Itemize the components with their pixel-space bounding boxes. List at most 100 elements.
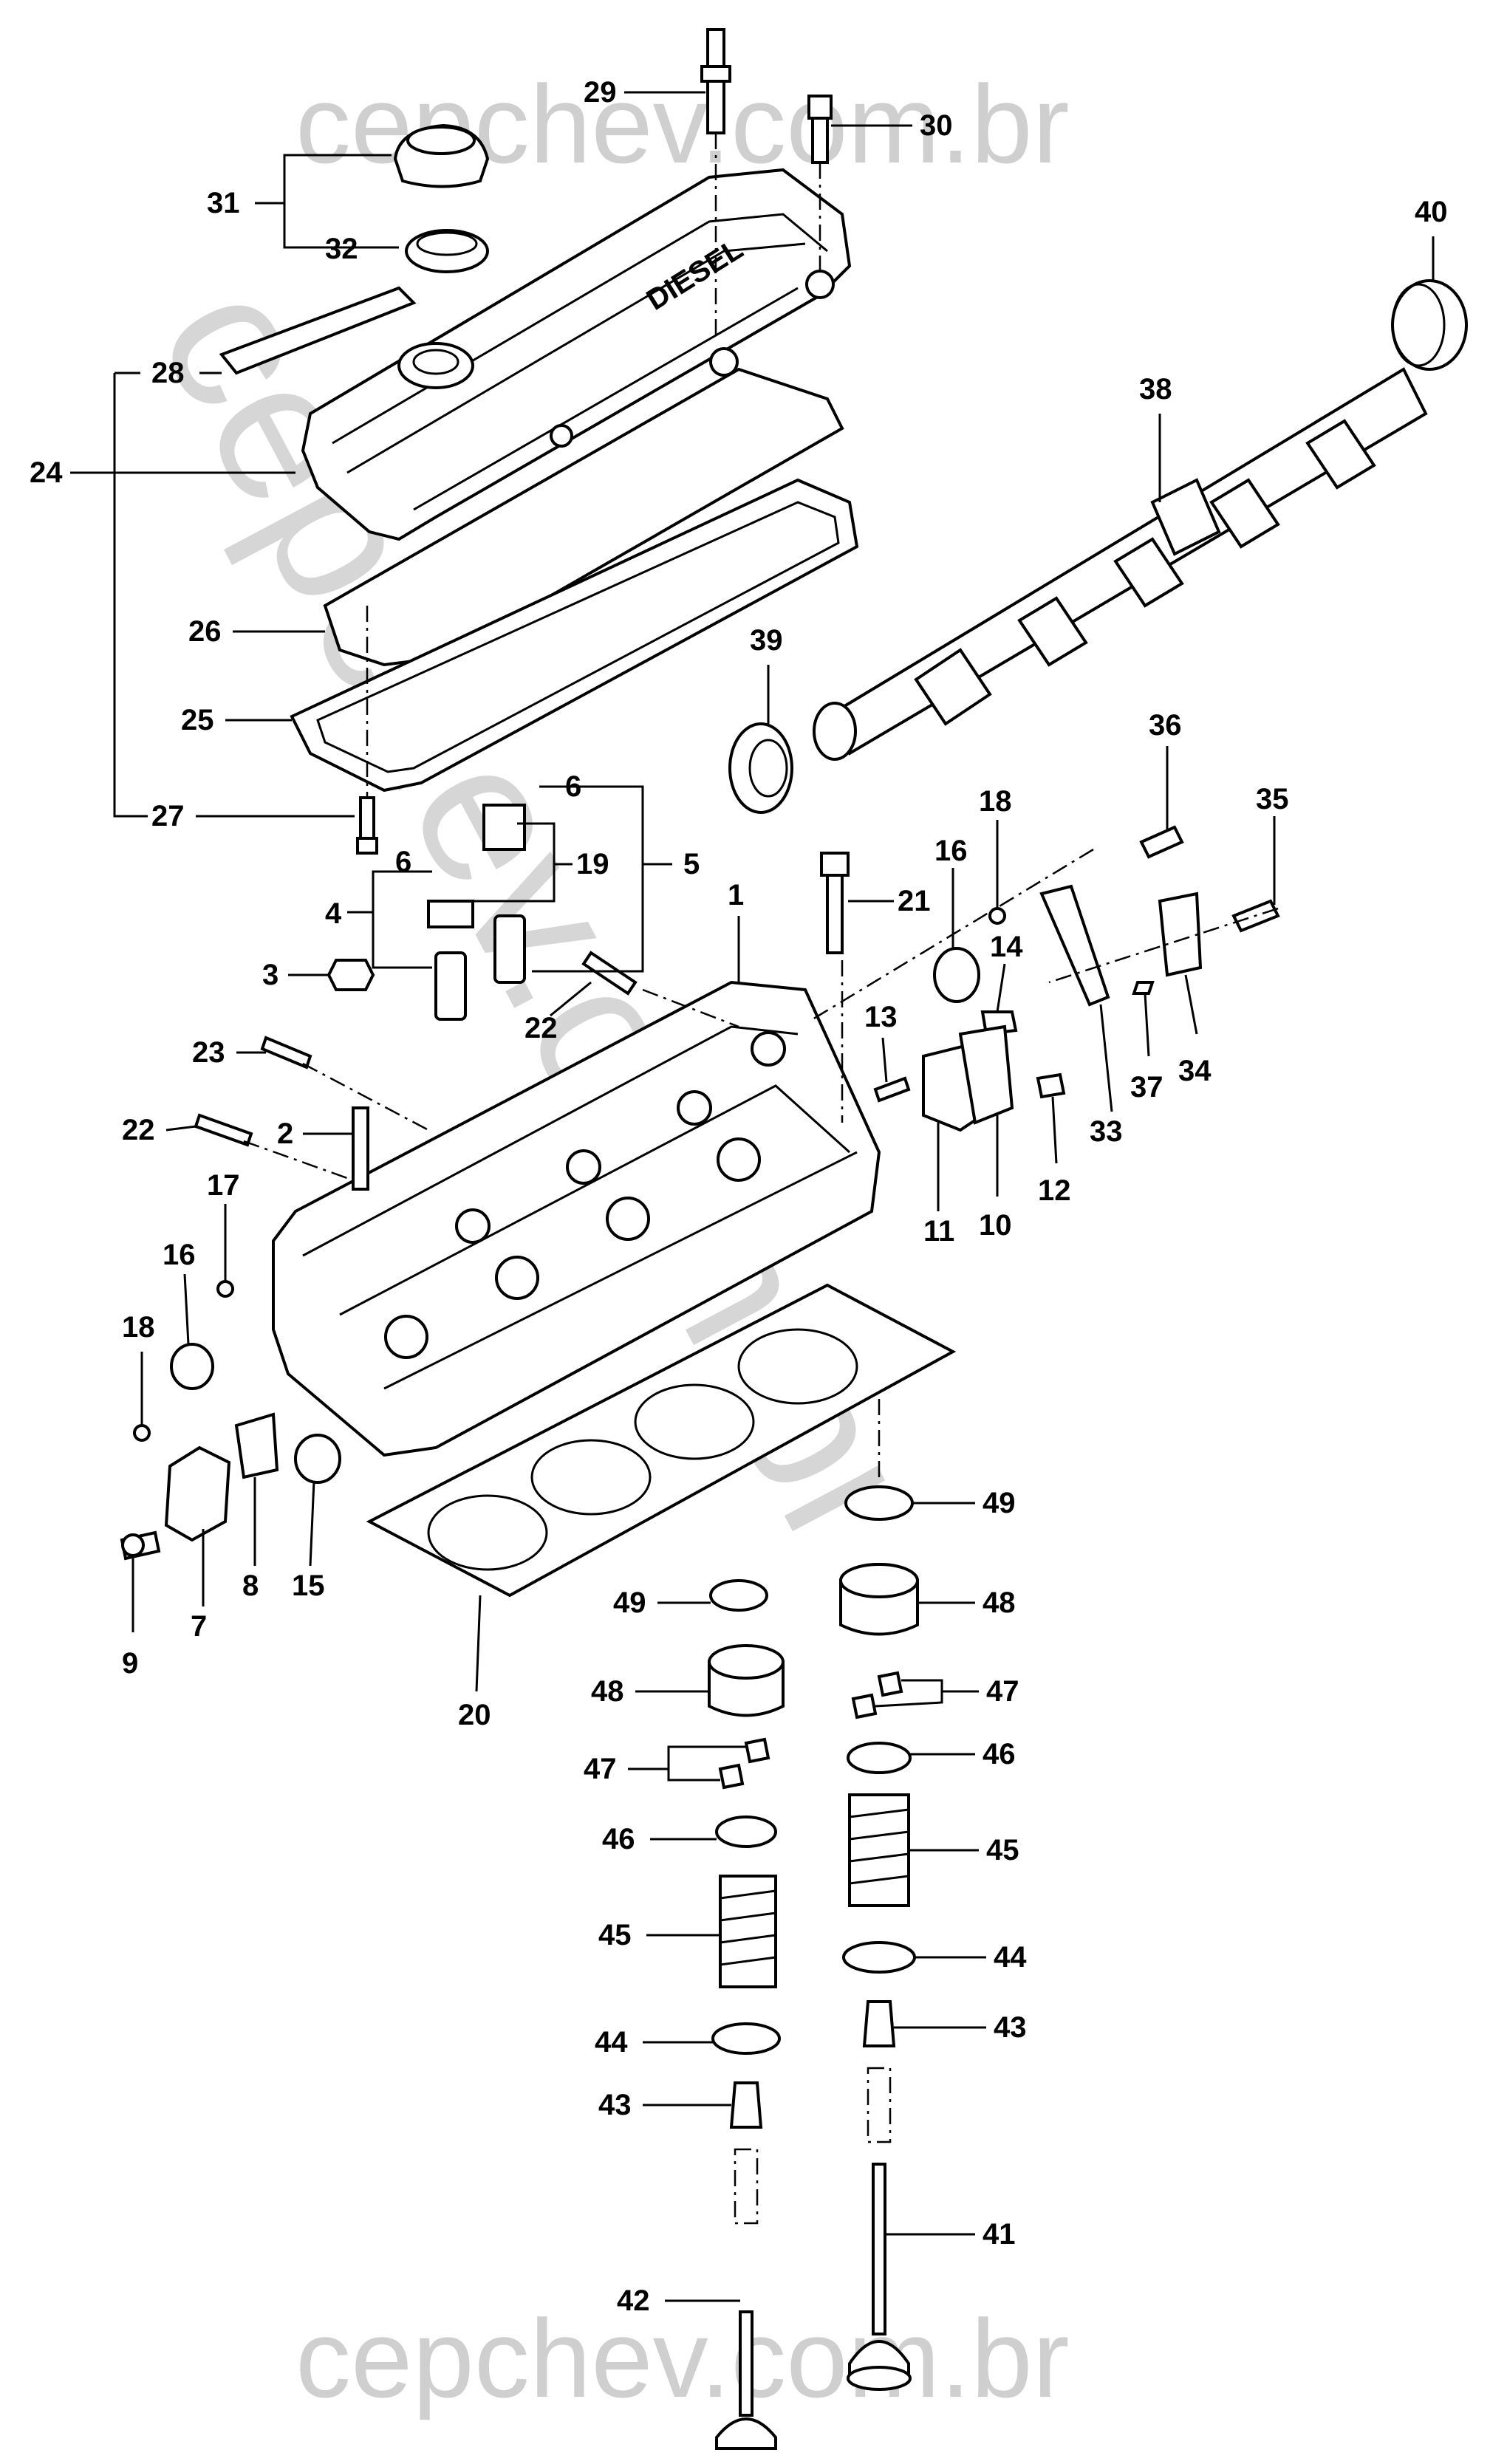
bolt-9	[120, 1530, 161, 1561]
bolt-21	[820, 852, 850, 954]
watermark-bottom: cepchev.com.br	[295, 2296, 1070, 2420]
label-15: 15	[292, 1570, 325, 1602]
spring-seat-44-left	[711, 2022, 781, 2055]
label-48b: 48	[591, 1675, 624, 1708]
label-18b: 18	[979, 785, 1012, 818]
label-1: 1	[728, 879, 744, 911]
label-30: 30	[920, 109, 953, 142]
bracket-34	[1158, 892, 1203, 977]
label-41: 41	[983, 2218, 1016, 2251]
label-38: 38	[1139, 373, 1172, 405]
guide-ghost-left	[734, 2148, 759, 2225]
valve-cover: DIESEL	[301, 168, 852, 541]
keeper-47a-right	[877, 1671, 903, 1697]
cover-bolt	[807, 95, 833, 273]
intake-valve-41	[847, 2163, 912, 2391]
shim-49-left	[709, 1579, 768, 1612]
label-47a: 47	[986, 1675, 1019, 1708]
label-24: 24	[30, 456, 63, 489]
spring-45-left	[719, 1875, 777, 1988]
label-14: 14	[990, 931, 1023, 963]
label-47b: 47	[584, 1753, 617, 1785]
label-20: 20	[458, 1699, 491, 1731]
bracket-33	[1039, 884, 1110, 1007]
bolt-12	[1036, 1072, 1066, 1099]
label-37: 37	[1130, 1071, 1163, 1103]
head-gasket	[366, 1283, 957, 1598]
label-28: 28	[151, 357, 185, 389]
label-46b: 46	[602, 1823, 635, 1855]
label-31: 31	[207, 187, 240, 219]
label-3: 3	[262, 959, 278, 991]
stud-13	[873, 1076, 911, 1103]
shim-49-right	[844, 1485, 914, 1521]
label-plate	[219, 286, 417, 375]
label-49b: 49	[613, 1587, 646, 1619]
label-4: 4	[325, 897, 342, 930]
cam-cover-gasket	[290, 478, 859, 793]
stem-seal-43-right	[862, 2000, 896, 2047]
plug-18-right	[988, 907, 1006, 925]
label-5: 5	[683, 848, 700, 880]
oil-cap-seal	[405, 229, 489, 273]
label-17: 17	[207, 1169, 240, 1202]
gasket-bolt	[356, 606, 378, 855]
exhaust-valve-42	[715, 2310, 777, 2450]
label-36: 36	[1149, 709, 1182, 742]
label-43b: 43	[598, 2089, 632, 2121]
camshaft-seal	[728, 722, 793, 814]
oil-filler-cap	[393, 123, 490, 188]
spring-seat-44-right	[842, 1941, 916, 1974]
label-25: 25	[181, 704, 214, 736]
label-34: 34	[1178, 1055, 1212, 1087]
label-8: 8	[242, 1570, 259, 1602]
label-13: 13	[864, 1001, 898, 1033]
label-45b: 45	[598, 1919, 632, 1951]
label-16a: 16	[163, 1239, 196, 1271]
label-26: 26	[188, 615, 222, 648]
studs-left	[194, 951, 638, 1191]
label-32: 32	[325, 233, 358, 265]
label-39: 39	[750, 624, 783, 657]
bolt-36	[1139, 825, 1184, 859]
plate-10	[958, 1024, 1014, 1125]
valve-stem-guide	[427, 804, 526, 1021]
label-9: 9	[122, 1647, 138, 1680]
label-6b: 6	[395, 846, 411, 878]
label-44b: 44	[595, 2026, 628, 2059]
label-42: 42	[617, 2285, 650, 2317]
label-49a: 49	[983, 1487, 1016, 1519]
label-12: 12	[1038, 1174, 1071, 1207]
label-45a: 45	[986, 1834, 1019, 1866]
label-22b: 22	[122, 1114, 155, 1146]
plugs-left	[133, 1280, 341, 1484]
stem-seal-43-left	[729, 2081, 763, 2129]
keeper-47a-left	[744, 1737, 770, 1764]
label-7: 7	[191, 1610, 207, 1643]
keeper-47b-right	[851, 1693, 878, 1719]
label-11: 11	[923, 1215, 954, 1248]
label-35: 35	[1256, 783, 1289, 815]
tappet-48-left	[708, 1644, 785, 1717]
label-18a: 18	[122, 1311, 155, 1344]
stud	[700, 28, 731, 340]
spring-45-right	[848, 1793, 910, 1907]
label-19: 19	[576, 848, 609, 880]
camshaft	[813, 367, 1428, 761]
label-40: 40	[1415, 196, 1448, 228]
keeper-47b-left	[718, 1763, 745, 1790]
clip-37	[1132, 981, 1155, 995]
end-cover-plate	[164, 1412, 279, 1542]
label-33: 33	[1090, 1115, 1123, 1148]
label-2: 2	[277, 1118, 293, 1150]
label-21: 21	[898, 885, 931, 917]
label-29: 29	[584, 76, 617, 109]
plug-16-right	[933, 947, 980, 1003]
label-48a: 48	[983, 1587, 1016, 1619]
cylinder-head	[272, 980, 881, 1457]
label-16b: 16	[934, 835, 968, 867]
label-44a: 44	[994, 1941, 1027, 1974]
guide-ghost-right	[867, 2067, 892, 2143]
label-46a: 46	[983, 1738, 1016, 1770]
label-22a: 22	[524, 1012, 558, 1044]
